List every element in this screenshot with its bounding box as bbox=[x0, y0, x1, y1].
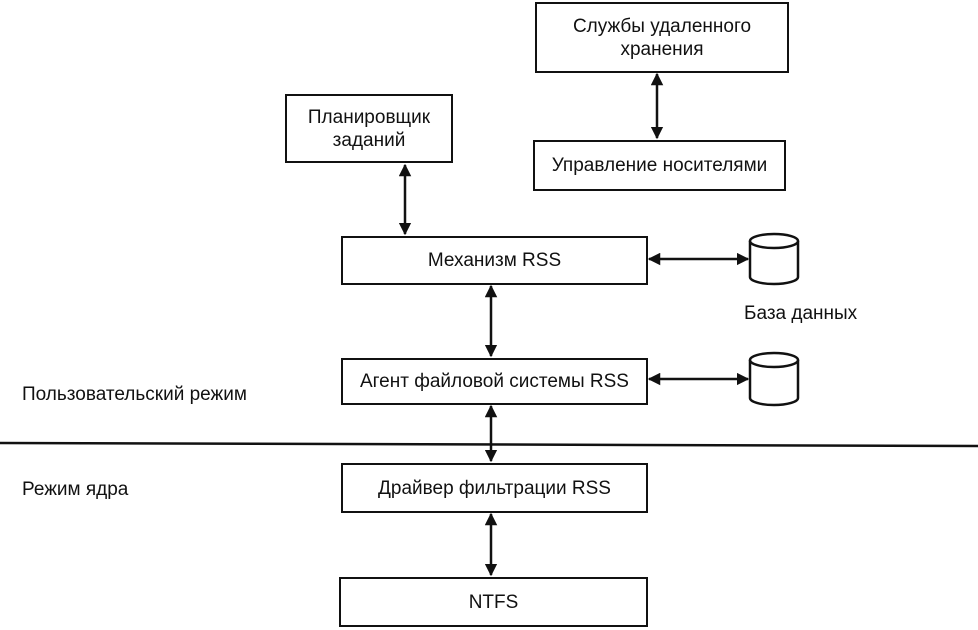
database-label: База данных bbox=[744, 303, 858, 324]
remote-storage-services-box: Службы удаленного хранения bbox=[535, 2, 789, 73]
database-icon bbox=[748, 232, 800, 286]
remote-storage-line2: хранения bbox=[620, 38, 704, 60]
mode-boundary-line bbox=[0, 441, 978, 448]
database-icon bbox=[748, 351, 800, 407]
task-scheduler-line1: Планировщик bbox=[307, 106, 431, 128]
ntfs-box: NTFS bbox=[339, 577, 648, 627]
rss-engine-label: Механизм RSS bbox=[427, 250, 562, 271]
user-mode-label: Пользовательский режим bbox=[22, 384, 247, 405]
media-management-box: Управление носителями bbox=[533, 140, 786, 191]
task-scheduler-box: Планировщик заданий bbox=[285, 94, 453, 163]
rss-filter-driver-label: Драйвер фильтрации RSS bbox=[378, 477, 611, 499]
task-scheduler-line2: заданий bbox=[332, 129, 406, 151]
kernel-mode-label: Режим ядра bbox=[22, 479, 129, 500]
rss-fs-agent-label: Агент файловой системы RSS bbox=[360, 371, 629, 392]
ntfs-label: NTFS bbox=[468, 591, 519, 613]
remote-storage-line1: Службы удаленного bbox=[572, 15, 752, 37]
media-management-label: Управление носителями bbox=[551, 155, 768, 176]
rss-fs-agent-box: Агент файловой системы RSS bbox=[341, 358, 648, 405]
rss-filter-driver-box: Драйвер фильтрации RSS bbox=[341, 463, 648, 513]
rss-engine-box: Механизм RSS bbox=[341, 236, 648, 285]
